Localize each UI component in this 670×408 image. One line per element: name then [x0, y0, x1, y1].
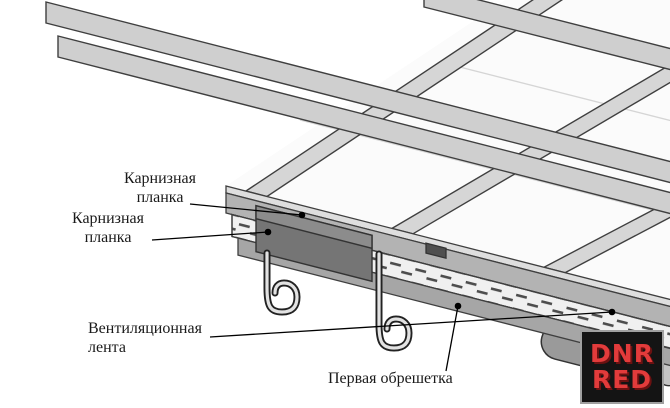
tape-fastener	[425, 242, 447, 260]
eaves-plank-patch	[255, 204, 373, 283]
gutter-hook	[263, 249, 301, 316]
eaves-plank-top-band	[225, 185, 670, 308]
leader-lines	[151, 203, 613, 372]
roof-batten	[423, 0, 670, 71]
leader-line-eaves-upper	[189, 203, 303, 216]
roof-batten	[45, 1, 670, 184]
label-first-batten: Первая обрешетка	[328, 370, 453, 387]
dnr-red-watermark: DNR RED	[580, 330, 664, 404]
leader-line-vent-tape	[209, 311, 613, 338]
leader-dot	[298, 211, 306, 219]
watermark-line-2: RED	[591, 365, 653, 394]
label-eaves-plank-upper: Карнизная планка	[123, 170, 197, 206]
leader-dots	[264, 211, 616, 316]
label-eaves-plank-lower: Карнизная планка	[71, 210, 145, 246]
label-ventilation-tape: Вентиляционная лента	[88, 320, 202, 356]
leader-line-first-batten	[445, 305, 459, 372]
leader-dot	[454, 302, 462, 310]
leader-dot	[608, 308, 616, 316]
roof-batten	[57, 35, 670, 215]
roof-battens	[45, 0, 670, 215]
gutter-hook	[375, 250, 413, 352]
leader-line-eaves-lower	[151, 231, 269, 241]
gutter-hooks	[263, 249, 413, 352]
leader-dot	[264, 228, 272, 236]
watermark-line-1: DNR	[590, 338, 654, 368]
